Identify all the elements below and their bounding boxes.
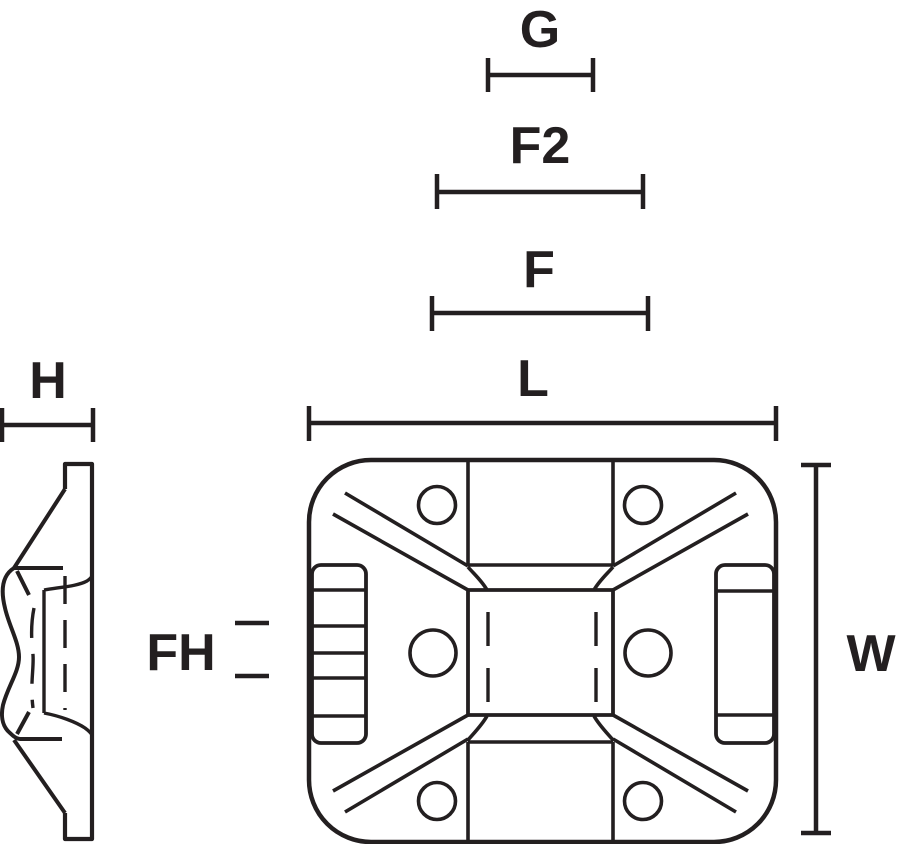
top-channel-edges xyxy=(466,462,615,840)
dim-label-F2: F2 xyxy=(510,117,571,175)
side-hidden-inner-contour xyxy=(29,607,36,709)
right-pocket xyxy=(714,563,776,745)
dim-label-F: F xyxy=(523,241,555,299)
top-outer-base xyxy=(306,457,779,844)
hole-bottom-left xyxy=(416,780,458,822)
dim-ticks-FH xyxy=(235,620,269,679)
dim-label-W: W xyxy=(846,625,896,683)
dim-line-H xyxy=(0,408,96,442)
dim-label-H: H xyxy=(29,352,67,410)
right-pocket-outline xyxy=(714,563,776,745)
side-slopes-and-ledges xyxy=(12,487,67,815)
dim-line-W xyxy=(801,462,831,836)
dim-line-F xyxy=(429,296,651,331)
dim-line-F2 xyxy=(434,174,646,209)
left-pocket-ribs xyxy=(312,588,366,718)
dim-label-FH: FH xyxy=(146,624,215,682)
dimension-labels: G F2 F L H W FH xyxy=(29,1,896,683)
top-view xyxy=(306,457,779,844)
side-inner-saddle-edges xyxy=(42,575,94,736)
top-center-saddle xyxy=(466,588,615,717)
hole-bottom-right xyxy=(622,780,664,822)
side-view xyxy=(0,461,95,842)
dimension-lines xyxy=(0,58,831,836)
dim-label-G: G xyxy=(520,1,560,59)
hole-top-right xyxy=(622,484,664,526)
side-left-profile-curve xyxy=(0,566,21,741)
top-arch-diagonals xyxy=(332,491,749,814)
drawing-strokes xyxy=(0,58,831,844)
hole-middle-right xyxy=(623,628,673,678)
top-saddle-hidden-edges xyxy=(486,612,598,702)
dim-label-L: L xyxy=(517,350,549,408)
hole-middle-left xyxy=(408,628,458,678)
left-ribbed-pocket xyxy=(310,563,368,745)
dim-line-L xyxy=(306,406,779,441)
top-arch-fillets xyxy=(466,565,615,742)
side-base-plate-outline xyxy=(62,461,95,842)
dim-line-G xyxy=(485,58,596,92)
hole-top-left xyxy=(416,484,458,526)
mounting-holes xyxy=(408,484,673,822)
right-pocket-edges xyxy=(716,589,774,717)
